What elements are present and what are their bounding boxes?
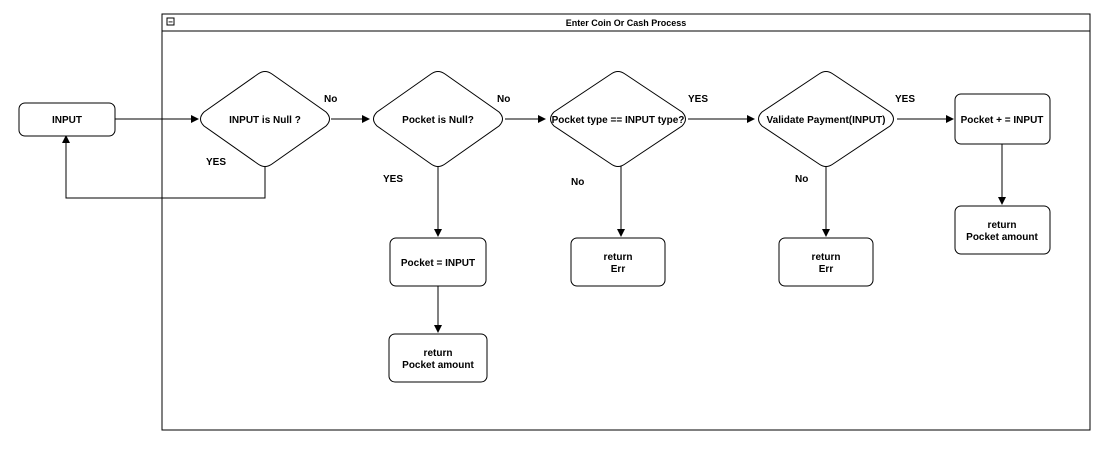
collapse-toggle-icon[interactable]: − (166, 17, 175, 27)
svg-text:return: return (424, 348, 453, 359)
label-validate-yes: YES (895, 94, 915, 105)
label-type-yes: YES (688, 94, 708, 105)
svg-text:Pocket amount: Pocket amount (966, 232, 1038, 243)
svg-text:Pocket amount: Pocket amount (402, 360, 474, 371)
edges (62, 115, 1006, 333)
label-input-null-yes: YES (206, 157, 226, 168)
decision-pocket-is-null[interactable]: Pocket is Null? (373, 71, 503, 167)
decision-validate-payment[interactable]: Validate Payment(INPUT) (758, 71, 894, 167)
decision-input-is-null[interactable]: INPUT is Null ? (200, 71, 330, 167)
svg-text:Pocket is Null?: Pocket is Null? (402, 115, 474, 126)
svg-text:INPUT: INPUT (52, 115, 82, 126)
svg-text:return: return (812, 252, 841, 263)
label-type-no: No (571, 177, 584, 188)
svg-text:return: return (988, 220, 1017, 231)
node-pocket-equals-input[interactable]: Pocket = INPUT (389, 237, 487, 287)
label-pocket-null-no: No (497, 94, 510, 105)
label-validate-no: No (795, 174, 808, 185)
container-title: Enter Coin Or Cash Process (566, 18, 687, 28)
node-input[interactable]: INPUT (18, 102, 116, 137)
svg-text:INPUT is Null ?: INPUT is Null ? (229, 115, 301, 126)
svg-text:−: − (168, 18, 173, 27)
edge-input-null-yes-loop[interactable] (62, 135, 266, 199)
decision-pocket-type-check[interactable]: Pocket type == INPUT type? (550, 71, 686, 167)
svg-text:Err: Err (819, 264, 834, 275)
svg-text:return: return (604, 252, 633, 263)
node-return-err-1[interactable]: return Err (570, 237, 666, 287)
node-pocket-plus-input[interactable]: Pocket + = INPUT (954, 93, 1051, 145)
svg-text:Pocket type == INPUT type?: Pocket type == INPUT type? (552, 115, 685, 126)
label-pocket-null-yes: YES (383, 174, 403, 185)
label-input-null-no: No (324, 94, 337, 105)
svg-text:Err: Err (611, 264, 626, 275)
svg-text:Validate Payment(INPUT): Validate Payment(INPUT) (767, 115, 886, 126)
node-return-err-2[interactable]: return Err (778, 237, 874, 287)
svg-text:Pocket + = INPUT: Pocket + = INPUT (961, 115, 1044, 126)
node-return-pocket-amount-1[interactable]: return Pocket amount (388, 333, 488, 383)
node-return-pocket-amount-2[interactable]: return Pocket amount (954, 205, 1051, 255)
svg-text:Pocket = INPUT: Pocket = INPUT (401, 258, 475, 269)
